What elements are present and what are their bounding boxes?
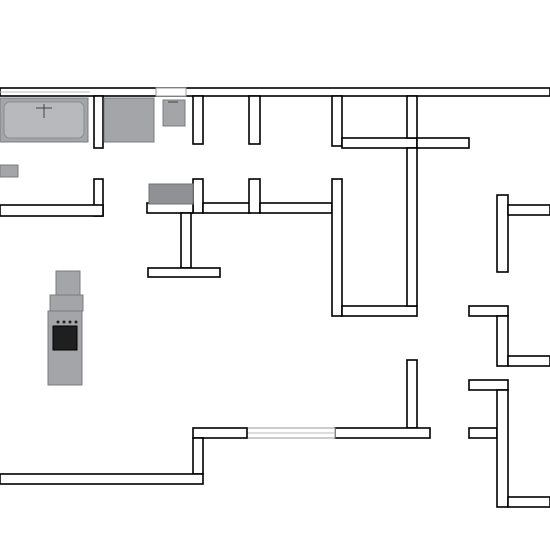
middle-band-walls — [192, 147, 418, 317]
t-wall — [146, 202, 221, 278]
vanity-icon — [103, 97, 155, 143]
shelf-icon — [0, 164, 19, 178]
stove-icon — [52, 320, 78, 351]
toilet-icon — [162, 99, 186, 127]
lower-walls — [0, 359, 431, 485]
top-exterior-wall — [0, 87, 550, 97]
upper-left-walls — [0, 95, 104, 217]
window-top — [155, 87, 187, 97]
right-side-walls — [468, 194, 550, 508]
desk-icon — [148, 183, 194, 205]
upper-middle-walls — [192, 95, 470, 149]
bathtub-icon — [0, 97, 89, 143]
range-hood-icon — [49, 270, 84, 312]
